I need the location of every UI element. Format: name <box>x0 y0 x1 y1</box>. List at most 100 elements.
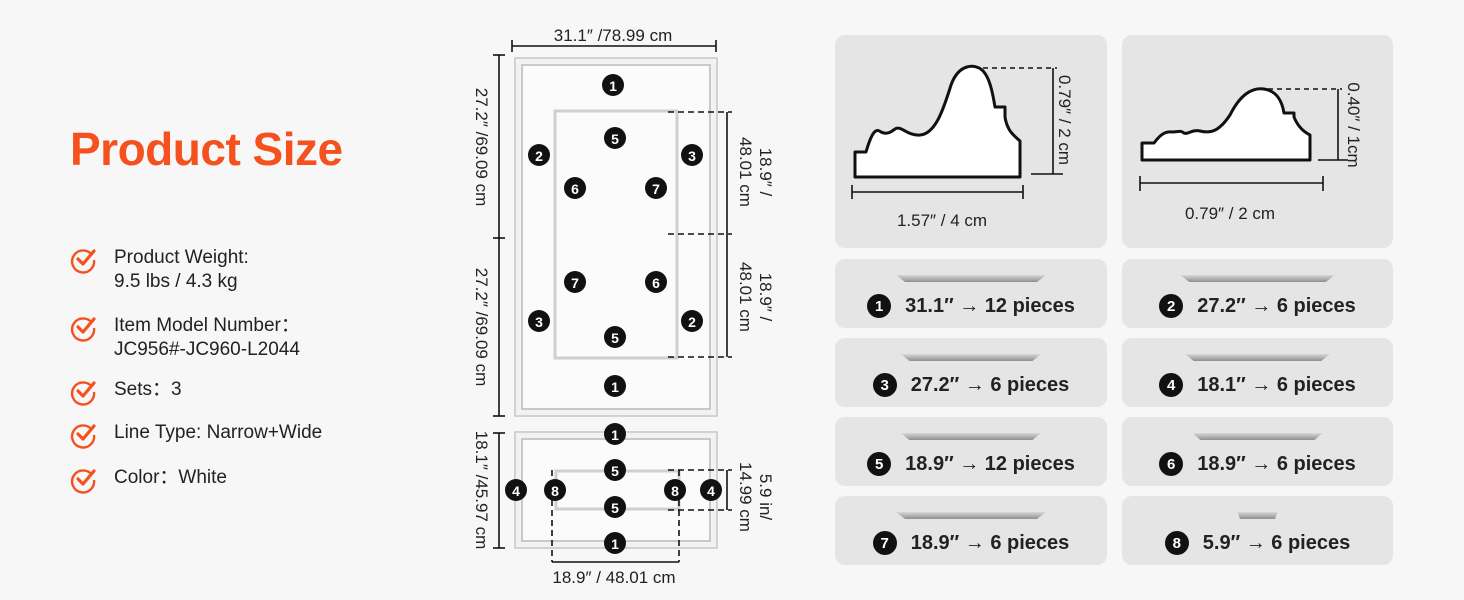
dim-small-left: 18.1″ /45.97 cm <box>472 431 491 549</box>
svg-text:3: 3 <box>535 314 543 330</box>
molding-strip-image <box>1237 512 1278 519</box>
spec-value: 9.5 lbs / 4.3 kg <box>114 271 238 292</box>
spec-sets: Sets：3 <box>70 378 390 406</box>
svg-text:6: 6 <box>571 181 579 197</box>
molding-strip-image <box>1185 354 1330 361</box>
svg-text:5: 5 <box>611 330 619 346</box>
piece-number-badge: 2 <box>681 310 703 332</box>
svg-text:5: 5 <box>611 463 619 479</box>
piece-number-badge: 1 <box>604 375 626 397</box>
dim-small-right-line2: 14.99 cm <box>736 462 755 532</box>
spec-model: Item Model Number： JC956#-JC960-L2044 <box>70 314 390 362</box>
dim-right-lower-line1: 18.9″ / <box>756 273 775 322</box>
dim-right-upper-line1: 18.9″ / <box>756 148 775 197</box>
piece-number-badge: 5 <box>604 459 626 481</box>
piece-quantity-label: 18.9″ → 6 pieces <box>1197 452 1356 475</box>
piece-quantity-label: 5.9″ → 6 pieces <box>1202 531 1351 554</box>
check-circle-icon <box>70 424 96 449</box>
piece-number-badge: 7 <box>564 271 586 293</box>
piece-number-badge: 5 <box>867 452 892 476</box>
piece-number-badge: 3 <box>872 373 897 397</box>
spec-label: Product Weight: <box>114 247 249 268</box>
piece-number-badge: 4 <box>505 479 527 501</box>
page-title: Product Size <box>70 123 343 175</box>
piece-card: 6 18.9″ → 6 pieces <box>1122 417 1393 486</box>
svg-text:3: 3 <box>688 148 696 164</box>
svg-text:2: 2 <box>535 148 543 164</box>
piece-number-badge: 5 <box>604 496 626 518</box>
piece-number-badge: 4 <box>700 479 722 501</box>
piece-number-badge: 4 <box>1159 373 1184 397</box>
spec-color: Color：White <box>70 466 390 494</box>
piece-number-badge: 3 <box>528 310 550 332</box>
piece-number-badge: 1 <box>604 423 626 445</box>
piece-card: 3 27.2″ → 6 pieces <box>835 338 1107 407</box>
piece-number-badge: 2 <box>528 144 550 166</box>
profile-height-label: 0.40″ / 1cm <box>1344 82 1363 167</box>
svg-text:7: 7 <box>571 275 579 291</box>
piece-quantity-label: 27.2″ → 6 pieces <box>910 373 1070 396</box>
dim-right-lower-line2: 48.01 cm <box>736 262 755 332</box>
layout-diagram: 31.1″ /78.99 cm 27.2″ /69.09 cm 27.2″ /6… <box>472 26 775 587</box>
piece-card: 2 27.2″ → 6 pieces <box>1122 259 1393 328</box>
svg-text:5: 5 <box>611 500 619 516</box>
spec-label: Line Type: Narrow+Wide <box>114 422 323 443</box>
svg-text:7: 7 <box>652 181 660 197</box>
check-circle-icon <box>70 249 96 274</box>
molding-strip-image <box>896 512 1046 519</box>
piece-quantity-label: 31.1″ → 12 pieces <box>905 294 1075 317</box>
piece-number-badge: 7 <box>645 177 667 199</box>
molding-strip-image <box>901 354 1041 361</box>
dim-right-upper-line2: 48.01 cm <box>736 137 755 207</box>
piece-number-badge: 8 <box>664 479 686 501</box>
spec-weight: Product Weight: 9.5 lbs / 4.3 kg <box>70 246 390 294</box>
profile-width-label: 1.57″ / 4 cm <box>897 211 987 230</box>
svg-text:4: 4 <box>512 483 520 499</box>
svg-text:8: 8 <box>551 483 559 499</box>
piece-number-badge: 8 <box>1164 531 1189 555</box>
dim-small-bottom: 18.9″ / 48.01 cm <box>552 568 675 587</box>
profile-card-narrow: 0.79″ / 2 cm 0.40″ / 1cm <box>1122 35 1393 248</box>
piece-number-badge: 7 <box>872 531 897 555</box>
spec-line-type: Line Type: Narrow+Wide <box>70 421 390 449</box>
svg-text:2: 2 <box>688 314 696 330</box>
dimension-lines <box>493 40 732 563</box>
spec-label: Item Model Number： <box>114 315 300 336</box>
piece-number-badge: 1 <box>867 294 892 318</box>
profile-card-wide: 1.57″ / 4 cm 0.79″ / 2 cm <box>835 35 1107 248</box>
piece-quantity-label: 18.9″ → 12 pieces <box>905 452 1075 475</box>
dim-left-upper: 27.2″ /69.09 cm <box>472 88 491 206</box>
wide-profile-drawing: 1.57″ / 4 cm 0.79″ / 2 cm <box>851 64 1074 230</box>
svg-text:1: 1 <box>611 536 619 552</box>
dim-top-width: 31.1″ /78.99 cm <box>554 26 672 45</box>
dim-small-right-line1: 5.9 in/ <box>756 474 775 521</box>
spec-label: Sets：3 <box>114 379 182 400</box>
narrow-profile-drawing: 0.79″ / 2 cm 0.40″ / 1cm <box>1139 82 1363 223</box>
check-circle-icon <box>70 317 96 342</box>
svg-text:6: 6 <box>652 275 660 291</box>
svg-text:4: 4 <box>707 483 715 499</box>
svg-text:1: 1 <box>611 427 619 443</box>
svg-text:8: 8 <box>671 483 679 499</box>
piece-number-badge: 2 <box>1159 294 1184 318</box>
piece-number-badge: 3 <box>681 144 703 166</box>
profile-height-label: 0.79″ / 2 cm <box>1055 75 1074 165</box>
large-frame <box>514 57 718 417</box>
piece-card: 5 18.9″ → 12 pieces <box>835 417 1107 486</box>
piece-number-badge: 6 <box>564 177 586 199</box>
piece-number-badge: 5 <box>604 326 626 348</box>
profile-width-label: 0.79″ / 2 cm <box>1185 204 1275 223</box>
spec-value: JC956#-JC960-L2044 <box>114 339 300 360</box>
piece-number-badge: 1 <box>602 74 624 96</box>
piece-number-badge: 6 <box>1159 452 1184 476</box>
piece-quantity-label: 18.9″ → 6 pieces <box>910 531 1070 554</box>
piece-quantity-label: 27.2″ → 6 pieces <box>1197 294 1356 317</box>
dim-left-lower: 27.2″ /69.09 cm <box>472 268 491 386</box>
piece-number-badge: 6 <box>645 271 667 293</box>
piece-card: 7 18.9″ → 6 pieces <box>835 496 1107 565</box>
molding-strip-image <box>896 275 1046 282</box>
spec-label: Color：White <box>114 467 227 488</box>
svg-text:5: 5 <box>611 131 619 147</box>
check-circle-icon <box>70 381 96 406</box>
